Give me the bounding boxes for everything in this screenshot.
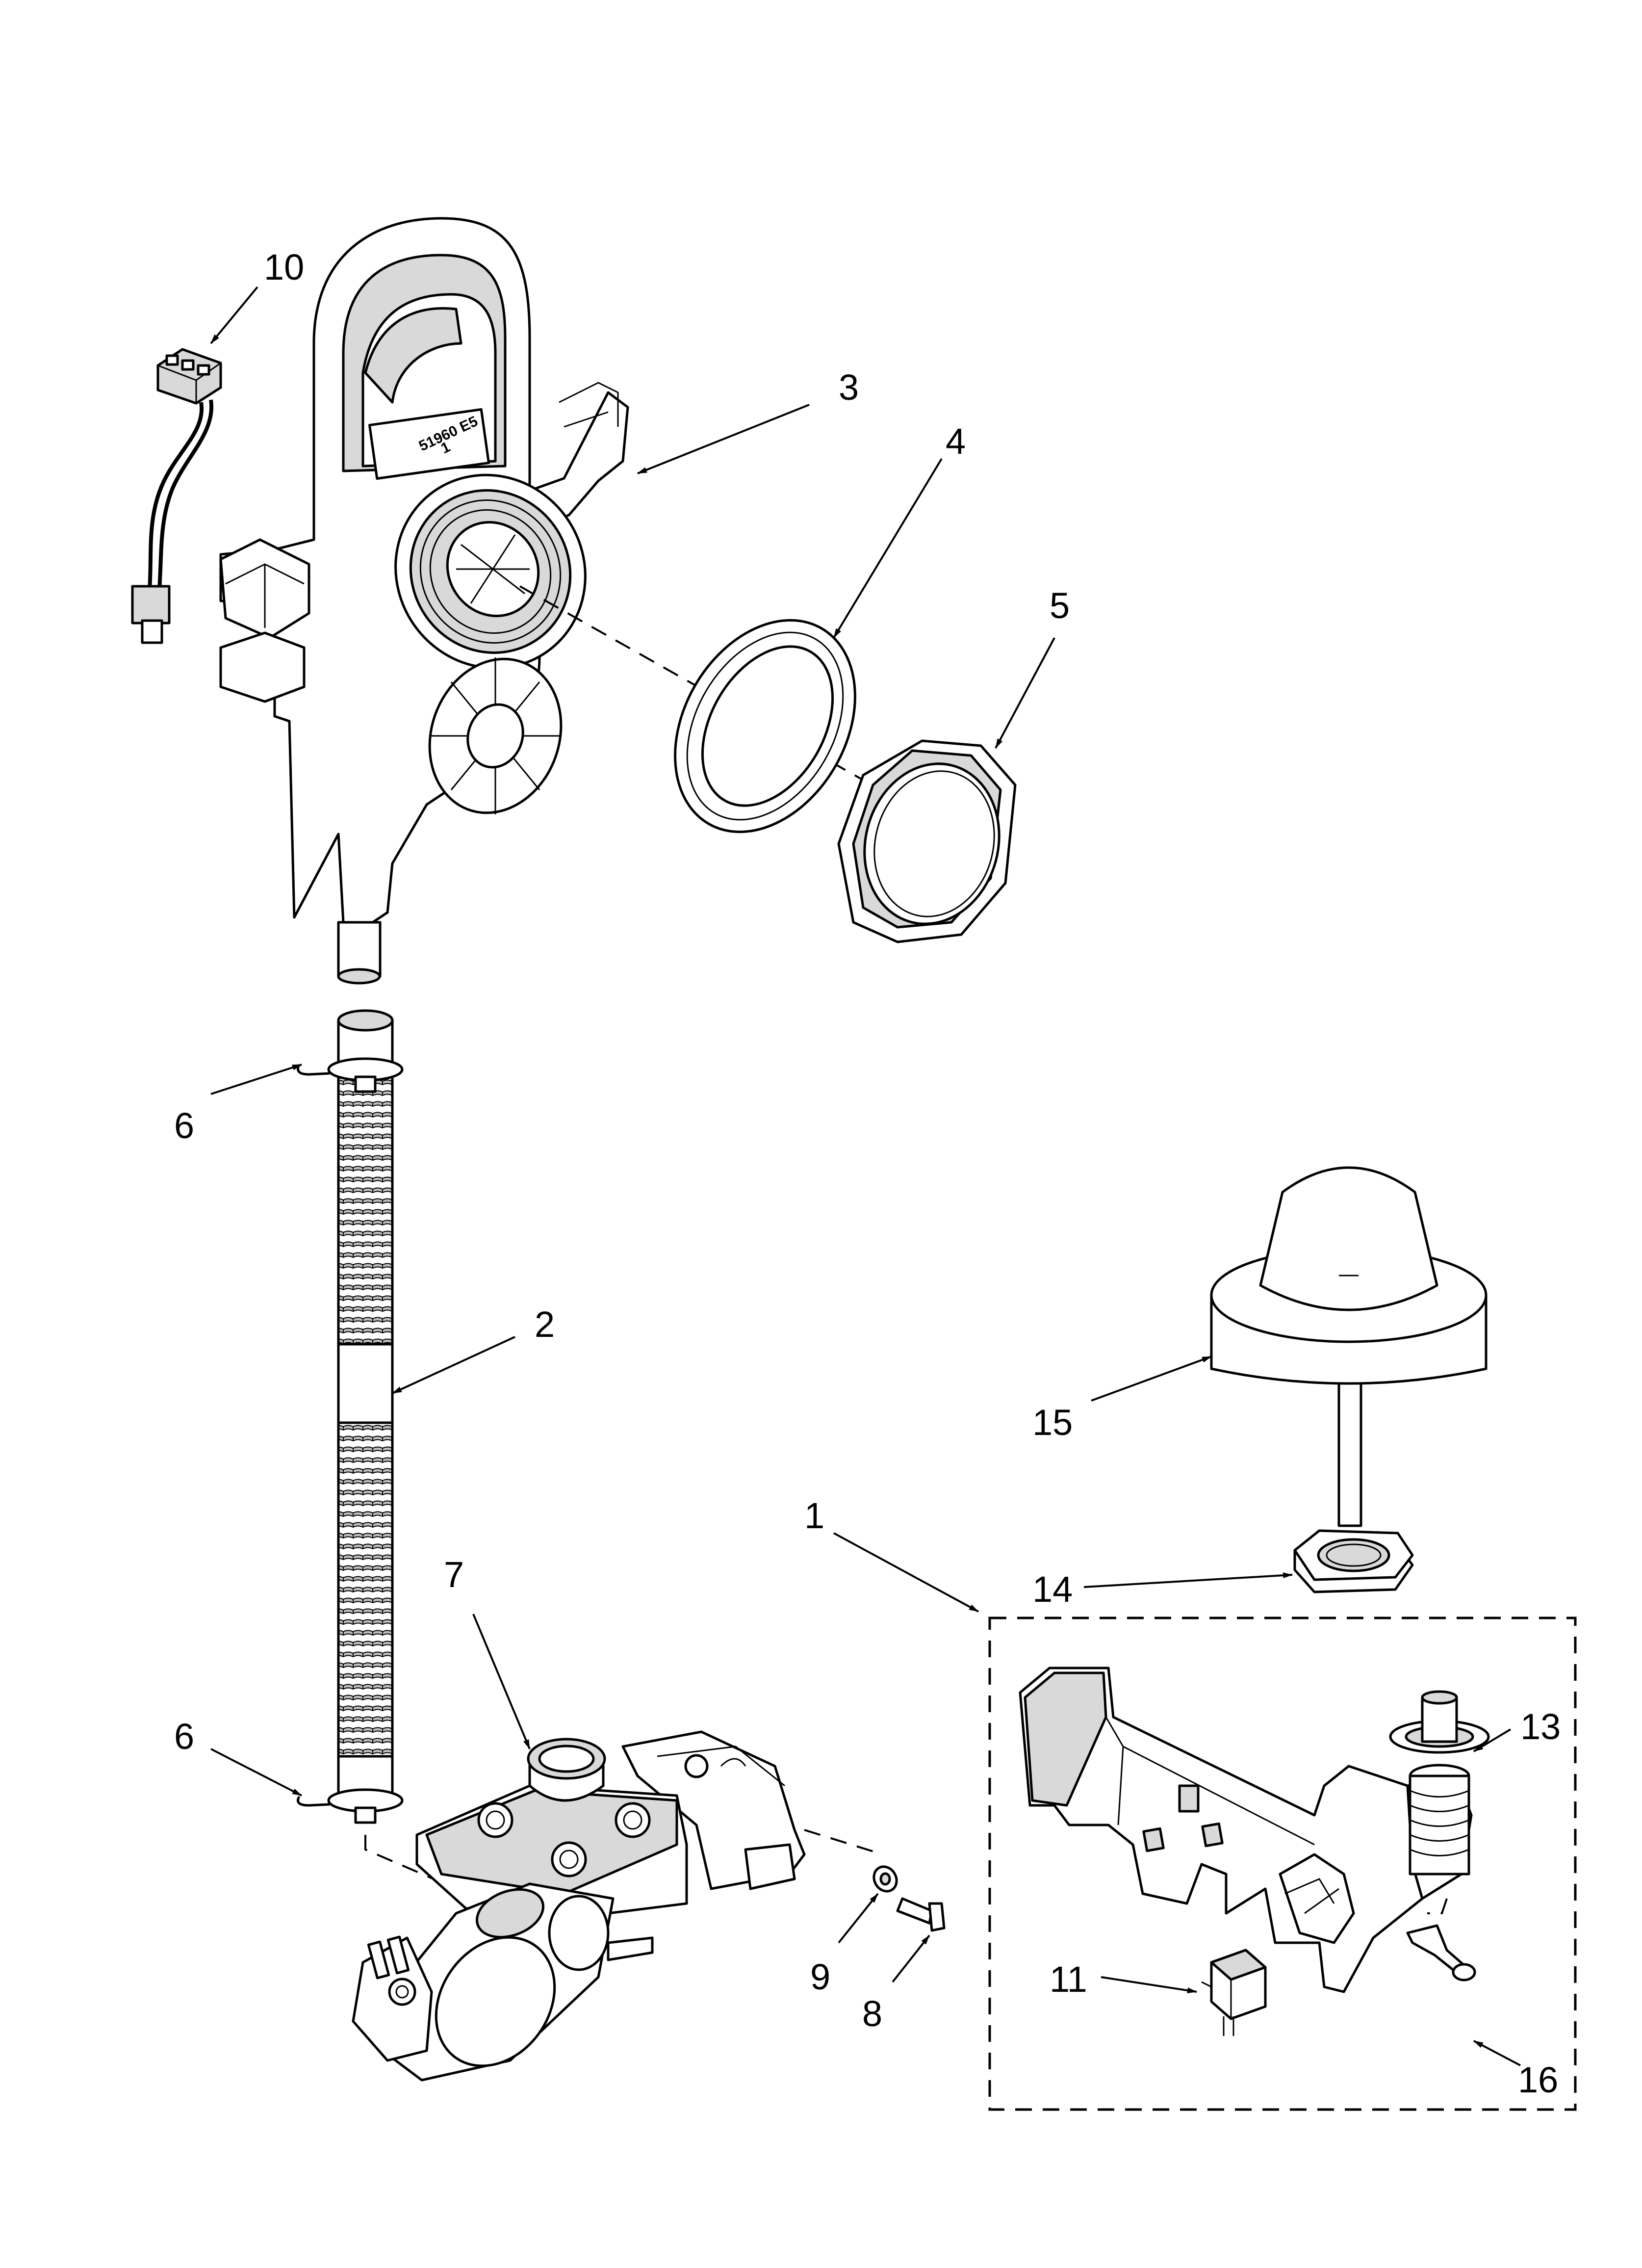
- callout-label: 4: [946, 421, 966, 462]
- lever-part: [1406, 1898, 1476, 1981]
- callout-label: 14: [1032, 1569, 1073, 1610]
- microswitch-part: [1201, 1949, 1267, 2036]
- gasket-ring-part: [674, 619, 856, 834]
- callout-label: 1: [804, 1495, 824, 1536]
- callout-label: 11: [1050, 1959, 1087, 2000]
- callout-label: 15: [1032, 1402, 1073, 1443]
- hose-clamp-lower-part: [297, 1788, 404, 1824]
- assembly-boundary: [988, 1616, 1577, 2111]
- callout-label: 6: [174, 1105, 194, 1146]
- washer-part: [872, 1865, 898, 1893]
- wire-harness-part: [131, 348, 222, 644]
- switch-bracket-part: [1019, 1667, 1473, 1993]
- assembly-line-hose: [364, 1835, 491, 1904]
- callout-label: 5: [1050, 585, 1070, 626]
- hex-nut-part: [1293, 1529, 1414, 1593]
- inlet-valve-part: [352, 1730, 806, 2082]
- hose-clamp-upper-part: [297, 1057, 404, 1093]
- assembly-line-screw: [804, 1829, 883, 1855]
- housing-part: 51960 E5 1: [219, 217, 629, 985]
- callout-label: 6: [174, 1716, 194, 1757]
- callout-label: 13: [1520, 1706, 1561, 1747]
- callout-label: 16: [1518, 2059, 1558, 2100]
- callout-label: 9: [810, 1956, 830, 1997]
- callout-labels: 1 2 3 4 5 6 6 7 8 9 10 11 13 14 15 16: [174, 247, 1561, 2100]
- callout-label: 3: [839, 367, 859, 408]
- callout-label: 2: [535, 1304, 555, 1345]
- callout-label: 10: [264, 247, 304, 287]
- assembly-line-port: [519, 585, 864, 781]
- hose-part: [337, 1009, 394, 1802]
- actuator-part: [1389, 1690, 1490, 1876]
- screw-part: [896, 1897, 946, 1932]
- cap-ring-part: [837, 739, 1017, 943]
- callout-label: 7: [444, 1554, 464, 1595]
- float-part: [1210, 1166, 1488, 1527]
- leader-lines: [210, 286, 1521, 2066]
- callout-label: 8: [862, 1993, 882, 2034]
